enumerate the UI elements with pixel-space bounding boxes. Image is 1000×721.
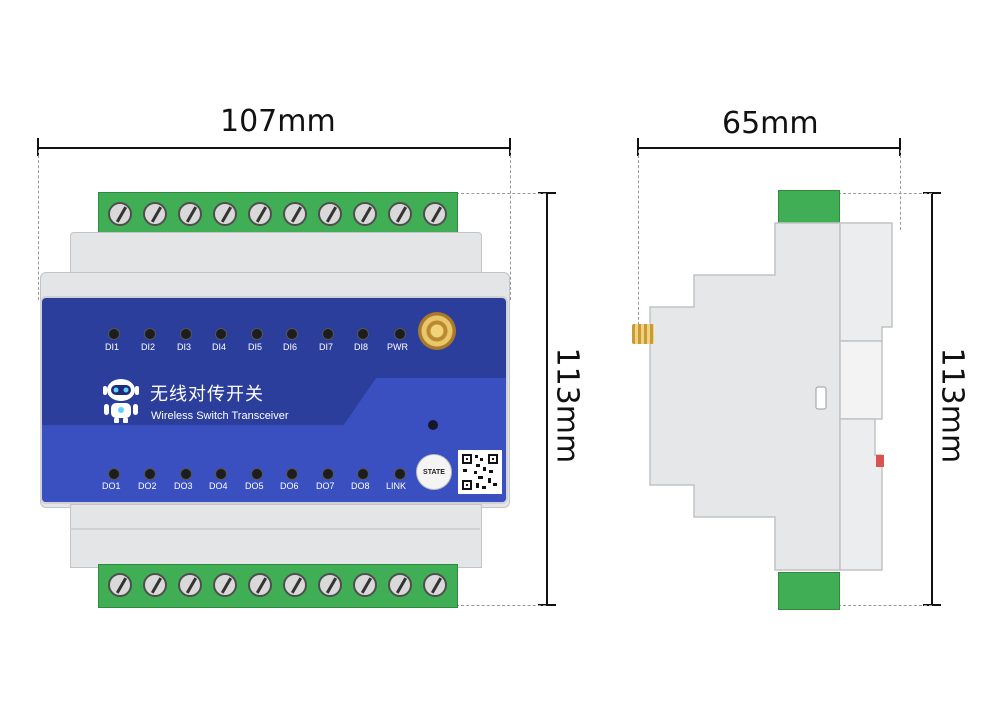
- bottom-terminal-block: [98, 564, 458, 608]
- front-width-tick-left: [37, 138, 39, 156]
- terminal-screw: [212, 202, 237, 226]
- front-guide-right: [510, 150, 511, 300]
- front-height-label: 113mm: [549, 347, 585, 464]
- led-di4: [215, 328, 227, 340]
- led-do8: [357, 468, 369, 480]
- front-guide-top: [456, 193, 546, 194]
- robot-logo-icon: [103, 379, 139, 423]
- led-di6: [286, 328, 298, 340]
- led-do7: [322, 468, 334, 480]
- side-width-tick-left: [637, 138, 639, 156]
- housing-top-tier: [70, 232, 482, 276]
- led-label-di4: DI4: [212, 342, 227, 352]
- terminal-screw: [282, 573, 307, 597]
- terminal-screw: [422, 573, 447, 597]
- led-label-do5: DO5: [245, 481, 264, 491]
- terminal-screw: [247, 573, 272, 597]
- housing-bottom-groove: [70, 528, 480, 530]
- terminal-screw: [317, 202, 342, 226]
- side-height-tick-bottom: [923, 604, 941, 606]
- side-width-tick-right: [899, 138, 901, 156]
- side-housing-profile: [649, 222, 893, 571]
- terminal-screw: [422, 202, 447, 226]
- side-height-label: 113mm: [934, 347, 970, 464]
- side-height-tick-top: [923, 192, 941, 194]
- led-label-di8: DI8: [354, 342, 369, 352]
- side-guide-left: [638, 150, 639, 330]
- led-link: [394, 468, 406, 480]
- led-label-do4: DO4: [209, 481, 228, 491]
- terminal-screw: [352, 573, 377, 597]
- terminal-screw: [282, 202, 307, 226]
- antenna-connector-icon: [418, 312, 456, 350]
- led-label-di5: DI5: [248, 342, 263, 352]
- side-guide-top: [838, 193, 932, 194]
- led-label-do6: DO6: [280, 481, 299, 491]
- led-label-do7: DO7: [316, 481, 335, 491]
- led-label-di6: DI6: [283, 342, 298, 352]
- front-height-line: [546, 193, 548, 605]
- led-label-di2: DI2: [141, 342, 156, 352]
- state-button-label: STATE: [423, 468, 445, 476]
- led-di8: [357, 328, 369, 340]
- terminal-screw: [247, 202, 272, 226]
- led-label-di3: DI3: [177, 342, 192, 352]
- front-height-tick-top: [538, 192, 556, 194]
- led-label-pwr: PWR: [387, 342, 408, 352]
- led-di1: [108, 328, 120, 340]
- bottom-screw-row: [102, 573, 452, 597]
- terminal-screw: [177, 202, 202, 226]
- side-bottom-terminal: [778, 572, 840, 610]
- front-width-tick-right: [509, 138, 511, 156]
- led-label-do1: DO1: [102, 481, 121, 491]
- led-label-link: LINK: [386, 481, 407, 491]
- terminal-screw: [107, 202, 132, 226]
- led-do5: [251, 468, 263, 480]
- led-pwr: [394, 328, 406, 340]
- side-guide-bottom: [838, 605, 932, 606]
- terminal-screw: [177, 573, 202, 597]
- state-button[interactable]: STATE: [416, 454, 452, 490]
- front-width-line: [38, 147, 510, 149]
- terminal-screw: [387, 202, 412, 226]
- terminal-screw: [142, 202, 167, 226]
- led-do1: [108, 468, 120, 480]
- side-width-label: 65mm: [722, 106, 819, 141]
- side-antenna-connector-icon: [632, 324, 654, 344]
- front-guide-bottom: [456, 605, 546, 606]
- front-guide-left: [38, 150, 39, 300]
- led-do4: [215, 468, 227, 480]
- device-subtitle: Wireless Switch Transceiver: [151, 410, 289, 422]
- led-label-do8: DO8: [351, 481, 370, 491]
- terminal-screw: [317, 573, 342, 597]
- led-do2: [144, 468, 156, 480]
- top-terminal-block: [98, 192, 458, 236]
- qr-code-icon: [458, 450, 502, 494]
- housing-bottom-tier: [70, 504, 482, 568]
- led-label-di7: DI7: [319, 342, 334, 352]
- terminal-screw: [142, 573, 167, 597]
- front-width-label: 107mm: [220, 104, 336, 139]
- led-di2: [144, 328, 156, 340]
- terminal-screw: [387, 573, 412, 597]
- led-do6: [286, 468, 298, 480]
- device-title: 无线对传开关: [150, 384, 264, 405]
- terminal-screw: [107, 573, 132, 597]
- terminal-screw: [212, 573, 237, 597]
- led-label-do2: DO2: [138, 481, 157, 491]
- led-label-di1: DI1: [105, 342, 120, 352]
- status-indicator: [428, 420, 438, 430]
- side-width-line: [638, 147, 900, 149]
- led-di5: [251, 328, 263, 340]
- led-di3: [180, 328, 192, 340]
- front-height-tick-bottom: [538, 604, 556, 606]
- led-di7: [322, 328, 334, 340]
- led-label-do3: DO3: [174, 481, 193, 491]
- led-do3: [180, 468, 192, 480]
- side-height-line: [931, 193, 933, 605]
- top-screw-row: [102, 202, 452, 226]
- terminal-screw: [352, 202, 377, 226]
- front-panel: DI1 DI2 DI3 DI4 DI5 DI6 DI7 DI8 PWR 无线对传…: [40, 296, 508, 504]
- side-guide-right: [900, 150, 901, 230]
